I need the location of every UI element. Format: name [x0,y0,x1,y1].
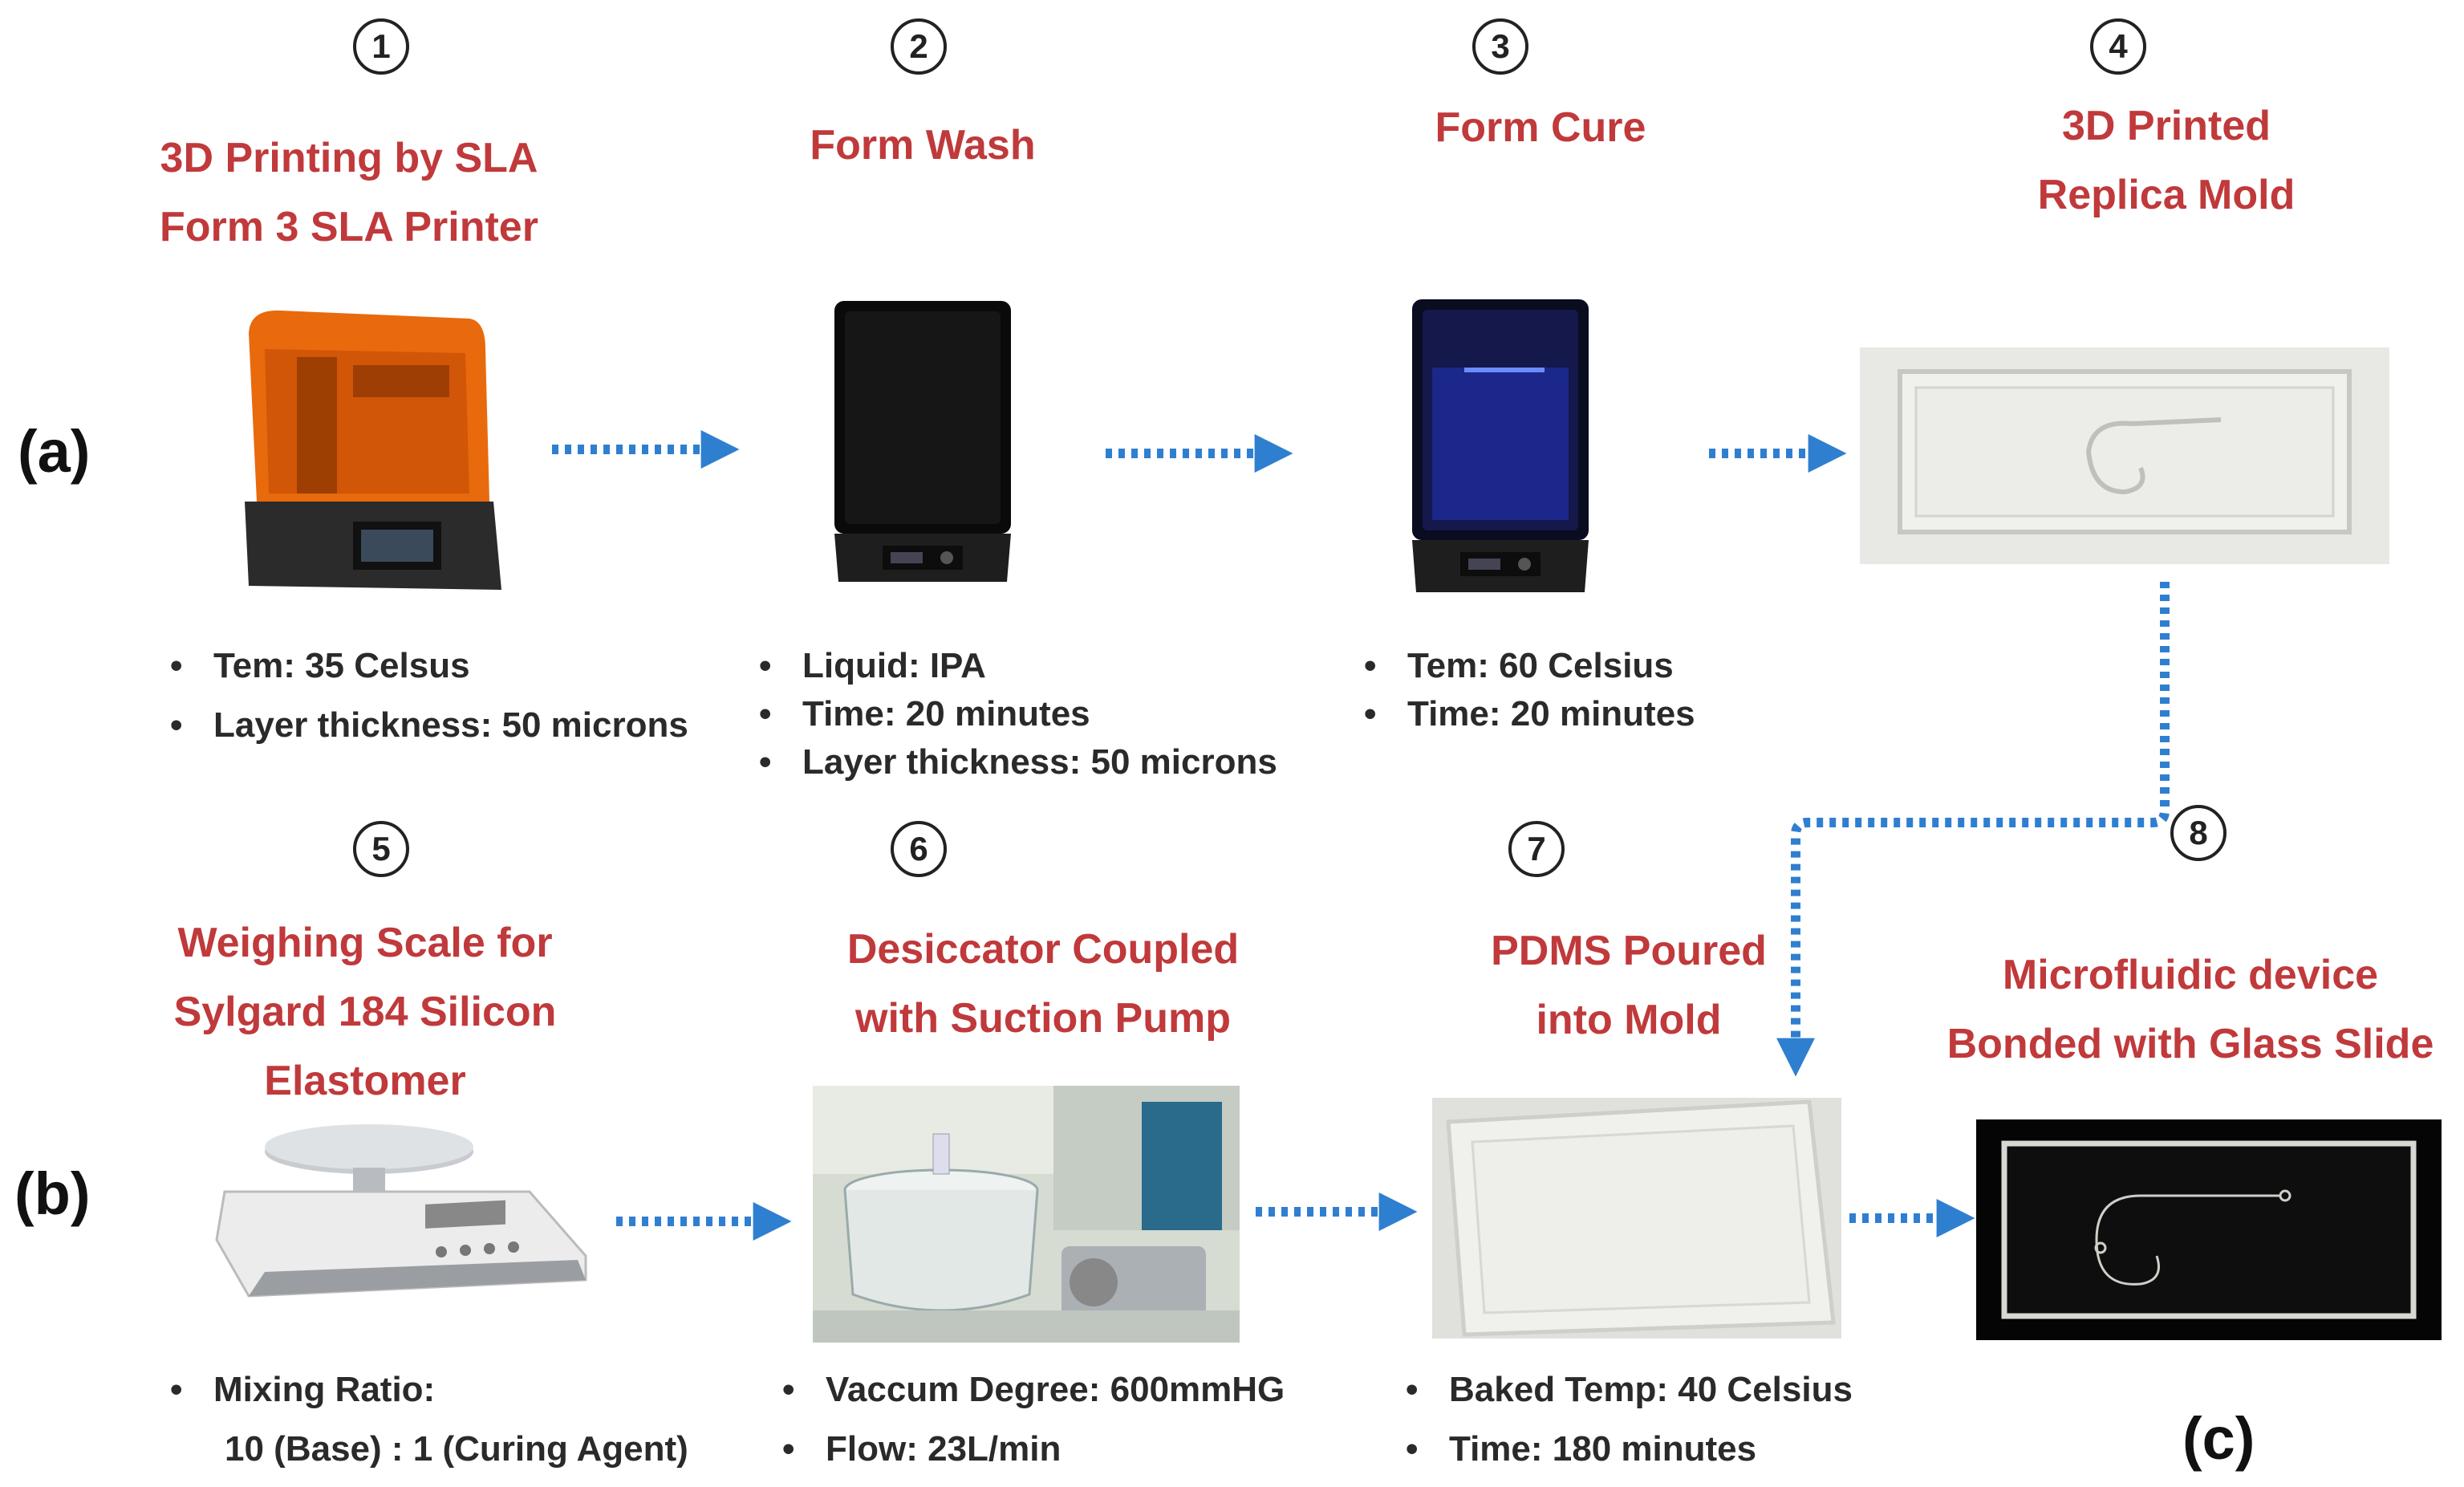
microfluidic-device-image [1976,1119,2442,1340]
step-7-title: PDMS Poured into Mold [1420,916,1837,1054]
step-5-title: Weighing Scale for Sylgard 184 Silicon E… [132,908,598,1115]
section-label-a: (a) [18,418,91,485]
step-6-title-line-1: Desiccator Coupled [846,926,1240,973]
step-6-bullet-2: Flow: 23L/min [782,1420,1285,1479]
step-7-title-line-2: into Mold [1536,997,1722,1043]
form-cure-image [1408,295,1593,596]
step-7-bullet-2: Time: 180 minutes [1406,1420,1853,1479]
step-3-bullet-2: Time: 20 minutes [1364,690,1695,738]
section-label-b: (b) [14,1160,91,1227]
step-8-title: Microfluidic device Bonded with Glass Sl… [1926,941,2455,1079]
step-3-bullets: Tem: 60 Celsius Time: 20 minutes [1364,642,1695,738]
step-4-title-line-2: Replica Mold [2037,172,2296,218]
sla-printer-image [233,301,514,598]
step-number-6: 6 [891,821,947,877]
step-2-title-line-1: Form Wash [810,122,1036,169]
step-6-title: Desiccator Coupled with Suction Pump [802,915,1284,1053]
step-number-2: 2 [891,18,947,75]
step-7-bullets: Baked Temp: 40 Celsius Time: 180 minutes [1406,1360,1853,1479]
step-7-bullet-1: Baked Temp: 40 Celsius [1406,1360,1853,1420]
step-number-4: 4 [2090,18,2146,75]
step-4-title: 3D Printed Replica Mold [1958,91,2375,230]
step-6-bullets: Vaccum Degree: 600mmHG Flow: 23L/min [782,1360,1285,1479]
step-1-bullet-2: Layer thickness: 50 microns [170,701,688,750]
step-5-bullet-1: Mixing Ratio: [170,1360,688,1420]
step-4-title-line-1: 3D Printed [2061,103,2271,149]
step-1-title-line-1: 3D Printing by SLA [160,135,538,181]
step-3-title: Form Cure [1364,93,1717,162]
step-2-bullets: Liquid: IPA Time: 20 minutes Layer thick… [759,642,1277,786]
step-7-title-line-1: PDMS Poured [1491,928,1767,974]
step-8-title-line-1: Microfluidic device [2002,952,2379,998]
step-6-title-line-2: with Suction Pump [855,995,1231,1042]
step-2-bullet-1: Liquid: IPA [759,642,1277,690]
step-1-title-line-2: Form 3 SLA Printer [160,204,538,250]
replica-mold-image [1860,347,2389,564]
weighing-scale-image [209,1119,594,1312]
step-8-title-line-2: Bonded with Glass Slide [1946,1021,2434,1067]
section-label-c: (c) [2182,1405,2255,1472]
step-5-title-line-3: Elastomer [264,1058,466,1104]
step-number-3: 3 [1472,18,1528,75]
step-2-bullet-3: Layer thickness: 50 microns [759,738,1277,786]
step-1-bullets: Tem: 35 Celsus Layer thickness: 50 micro… [170,642,688,750]
step-number-8: 8 [2170,805,2227,861]
step-number-7: 7 [1508,821,1565,877]
arrow-4-7 [1776,582,2170,1077]
step-2-title: Form Wash [746,111,1099,180]
step-6-bullet-1: Vaccum Degree: 600mmHG [782,1360,1285,1420]
pdms-mold-image [1432,1098,1841,1339]
step-2-bullet-2: Time: 20 minutes [759,690,1277,738]
step-5-title-line-2: Sylgard 184 Silicon [173,989,557,1035]
step-3-title-line-1: Form Cure [1435,104,1646,151]
step-3-bullet-1: Tem: 60 Celsius [1364,642,1695,690]
step-5-bullet-2: 10 (Base) : 1 (Curing Agent) [225,1429,688,1469]
step-5-title-line-1: Weighing Scale for [177,920,553,966]
step-1-bullet-1: Tem: 35 Celsus [170,642,688,690]
form-wash-image [830,297,1015,586]
desiccator-pump-image [813,1086,1240,1343]
step-number-1: 1 [353,18,409,75]
step-number-5: 5 [353,821,409,877]
step-1-title: 3D Printing by SLA Form 3 SLA Printer [128,124,570,262]
step-5-bullets: Mixing Ratio: 10 (Base) : 1 (Curing Agen… [170,1360,688,1479]
